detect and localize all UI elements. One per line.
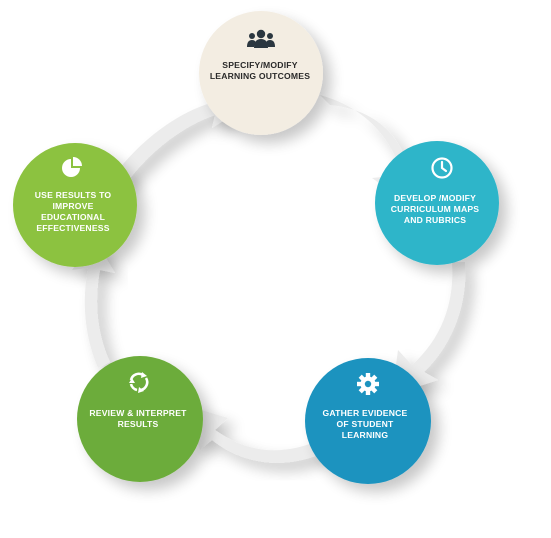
step-label-develop: DEVELOP /MODIFY CURRICULUM MAPS AND RUBR… xyxy=(370,193,500,226)
step-label-line: EFFECTIVENESS xyxy=(36,223,110,233)
clock-icon xyxy=(431,157,453,179)
step-label-review: REVIEW & INTERPRET RESULTS xyxy=(78,408,198,430)
step-label-line: DEVELOP /MODIFY xyxy=(393,193,477,203)
step-label-line: LEARNING OUTCOMES xyxy=(209,71,311,81)
step-label-line: OF STUDENT xyxy=(336,419,394,429)
step-circle-use xyxy=(13,143,137,267)
step-label-gather: GATHER EVIDENCE OF STUDENT LEARNING xyxy=(305,408,425,441)
step-label-line: AND RUBRICS xyxy=(403,215,467,225)
step-label-line: LEARNING xyxy=(341,430,389,440)
step-circle-specify xyxy=(199,11,323,135)
step-label-line: SPECIFY/MODIFY xyxy=(222,60,298,70)
step-circle-review xyxy=(77,356,203,482)
step-label-line: REVIEW & INTERPRET xyxy=(89,408,187,418)
cycle-arrows-icon xyxy=(129,372,149,393)
gear-icon xyxy=(357,373,379,395)
pie-chart-icon xyxy=(62,157,82,177)
cycle-arrow xyxy=(72,240,115,368)
step-label-line: CURRICULUM MAPS xyxy=(390,204,480,214)
step-circle-gather xyxy=(305,358,431,484)
step-label-specify: SPECIFY/MODIFY LEARNING OUTCOMES xyxy=(185,60,335,82)
step-label-line: EDUCATIONAL xyxy=(40,212,106,222)
cycle-arrow xyxy=(185,405,325,463)
step-label-line: RESULTS xyxy=(117,419,159,429)
step-circle-develop xyxy=(375,141,499,265)
step-label-line: GATHER EVIDENCE xyxy=(322,408,408,418)
step-label-line: IMPROVE xyxy=(52,201,94,211)
step-label-line: USE RESULTS TO xyxy=(34,190,112,200)
step-label-use: USE RESULTS TO IMPROVE EDUCATIONAL EFFEC… xyxy=(18,190,128,234)
people-icon xyxy=(247,29,275,48)
